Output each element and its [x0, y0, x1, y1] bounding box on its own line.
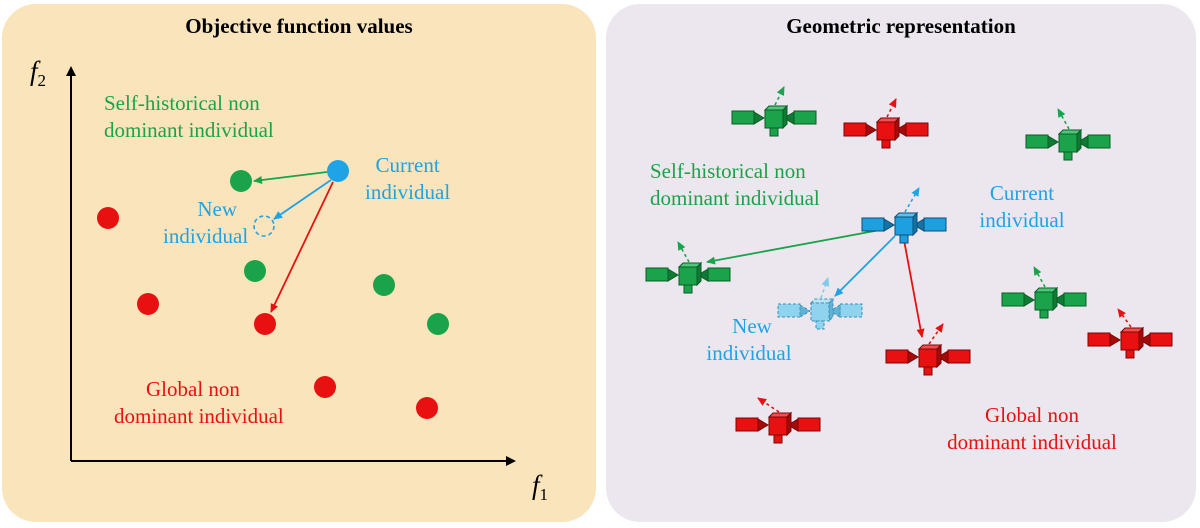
green-dot — [230, 170, 252, 192]
y-axis-label: f2 — [30, 56, 47, 90]
right-panel-title: Geometric representation — [786, 14, 1016, 38]
arrow-to-self-historical-satellite — [706, 229, 881, 265]
left-new-individual-label: New individual — [163, 197, 249, 248]
red-satellite — [735, 397, 821, 444]
arrow-to-global-satellite — [903, 239, 925, 338]
red-dot — [416, 397, 438, 419]
left-global-label: Global non dominant individual — [114, 377, 284, 428]
new-individual-satellite — [777, 277, 863, 330]
arrow-to-global — [270, 181, 334, 313]
green-satellite — [1025, 108, 1111, 161]
arrow-to-new-individual — [273, 179, 332, 220]
green-dot — [427, 313, 449, 335]
green-dot — [373, 274, 395, 296]
green-satellite — [645, 241, 731, 294]
red-satellite — [885, 323, 971, 376]
current-individual-dot — [327, 160, 349, 182]
green-dot — [244, 260, 266, 282]
left-self-historical-label: Self-historical non dominant individual — [104, 91, 274, 142]
green-satellite — [731, 86, 817, 137]
x-axis-label: f1 — [532, 470, 549, 504]
objective-function-panel: Objective function values — [2, 4, 596, 522]
right-global-label: Global non dominant individual — [947, 403, 1117, 454]
red-dot — [314, 376, 336, 398]
left-current-individual-label: Current individual — [365, 153, 451, 204]
red-dot — [97, 207, 119, 229]
arrow-to-new-satellite — [834, 235, 896, 297]
arrow-to-self-historical — [253, 171, 328, 184]
geometric-representation-panel: Geometric representation — [606, 4, 1196, 522]
left-panel-title: Objective function values — [185, 14, 413, 38]
red-dot — [254, 313, 276, 335]
current-individual-satellite — [861, 187, 947, 244]
new-individual-dot — [253, 215, 275, 237]
green-satellite — [1001, 266, 1087, 319]
right-new-individual-label: New individual — [706, 314, 792, 365]
red-satellite — [843, 98, 929, 149]
red-dot — [137, 293, 159, 315]
right-current-individual-label: Current individual — [979, 181, 1065, 232]
red-satellite — [1087, 308, 1173, 359]
right-self-historical-label: Self-historical non dominant individual — [650, 159, 820, 210]
